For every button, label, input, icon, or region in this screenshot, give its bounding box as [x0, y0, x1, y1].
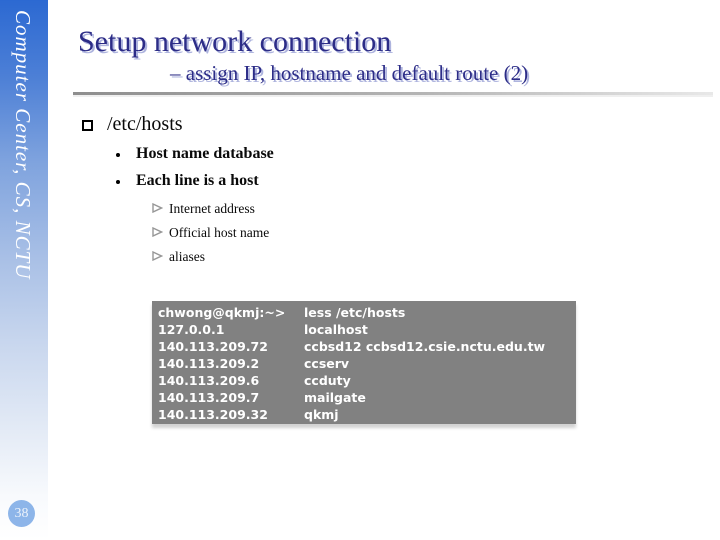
- host-names: localhost: [304, 322, 368, 337]
- host-ip: 140.113.209.7: [158, 390, 260, 405]
- terminal-line: 140.113.209.2 ccserv: [158, 355, 576, 372]
- terminal-line: 140.113.209.6 ccduty: [158, 372, 576, 389]
- terminal-command: less /etc/hosts: [304, 305, 406, 320]
- sub-sub-bullet-item: Official host name: [152, 223, 269, 242]
- host-names: mailgate: [304, 390, 366, 405]
- slide-subtitle: – assign IP, hostname and default route …: [170, 61, 529, 85]
- host-names: qkmj: [304, 407, 339, 422]
- terminal-line: chwong@qkmj:~> less /etc/hosts: [158, 304, 576, 321]
- host-ip: 127.0.0.1: [158, 322, 225, 337]
- sub-bullet-item: Host name database: [116, 145, 274, 163]
- square-bullet-icon: [82, 120, 93, 131]
- arrowhead-bullet-icon: [152, 200, 164, 218]
- sidebar-vertical-label: Computer Center, CS, NCTU: [11, 10, 35, 280]
- sub-bullet-text: Each line is a host: [136, 172, 259, 189]
- host-names: ccserv: [304, 356, 350, 371]
- title-divider: [73, 92, 713, 95]
- host-names: ccbsd12 ccbsd12.csie.nctu.edu.tw: [304, 339, 546, 354]
- bullet-text: /etc/hosts: [107, 113, 183, 135]
- slide-title: Setup network connection: [78, 25, 392, 58]
- page-number-badge: 38: [8, 500, 35, 527]
- terminal-prompt: chwong@qkmj:~>: [158, 305, 286, 320]
- terminal-line: 140.113.209.7 mailgate: [158, 389, 576, 406]
- host-ip: 140.113.209.32: [158, 407, 268, 422]
- arrowhead-bullet-icon: [152, 224, 164, 242]
- terminal-line: 140.113.209.32 qkmj: [158, 406, 576, 423]
- terminal-line: 127.0.0.1 localhost: [158, 321, 576, 338]
- dot-bullet-icon: [116, 180, 120, 184]
- page-number: 38: [14, 505, 29, 521]
- host-names: ccduty: [304, 373, 351, 388]
- host-ip: 140.113.209.6: [158, 373, 260, 388]
- sidebar-gradient-band: Computer Center, CS, NCTU: [0, 0, 48, 540]
- sub-sub-bullet-text: aliases: [169, 248, 205, 264]
- arrowhead-bullet-icon: [152, 248, 164, 266]
- host-ip: 140.113.209.72: [158, 339, 268, 354]
- sub-sub-bullet-text: Internet address: [169, 200, 255, 216]
- dot-bullet-icon: [116, 153, 120, 157]
- sub-bullet-text: Host name database: [136, 145, 274, 162]
- bullet-item-etc-hosts: /etc/hosts: [82, 113, 183, 136]
- sub-sub-bullet-text: Official host name: [169, 224, 270, 240]
- sub-sub-bullet-item: Internet address: [152, 199, 255, 218]
- terminal-screenshot: chwong@qkmj:~> less /etc/hosts 127.0.0.1…: [152, 301, 576, 424]
- terminal-line: 140.113.209.72 ccbsd12 ccbsd12.csie.nctu…: [158, 338, 576, 355]
- sub-sub-bullet-item: aliases: [152, 247, 205, 266]
- host-ip: 140.113.209.2: [158, 356, 260, 371]
- sub-bullet-item: Each line is a host: [116, 172, 259, 190]
